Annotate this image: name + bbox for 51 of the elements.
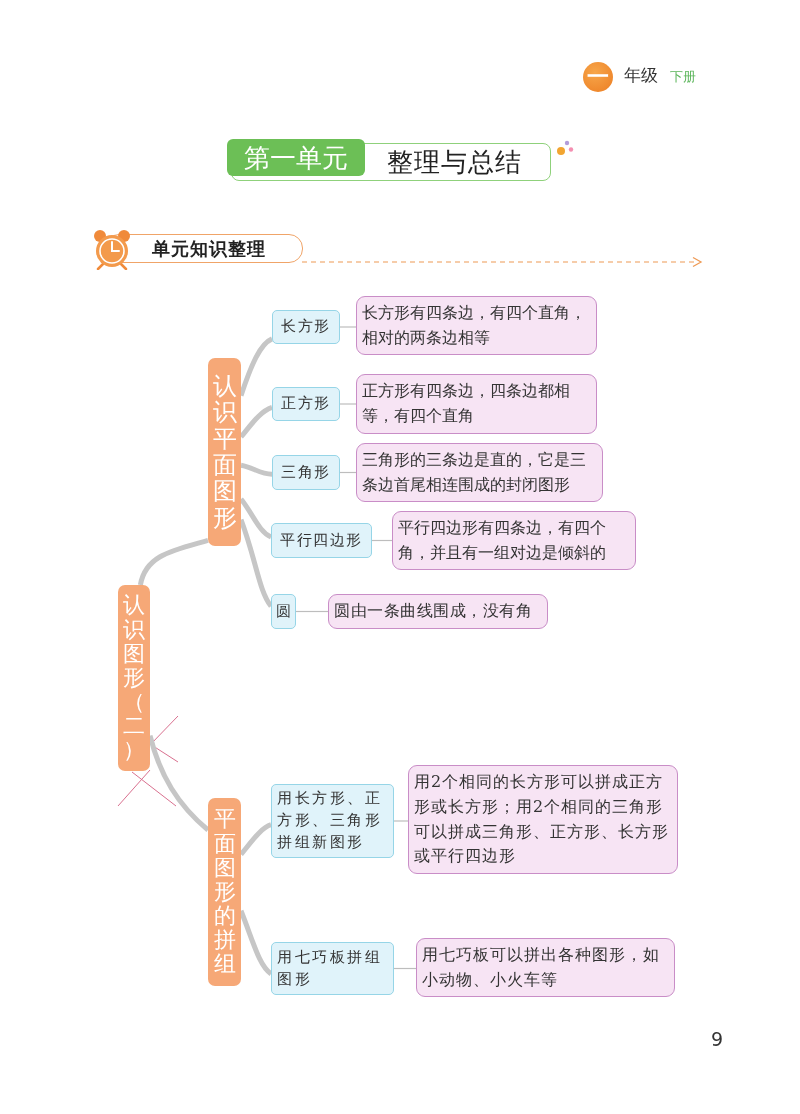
volume-label: 下册 xyxy=(670,69,696,85)
grade-label: 年级 xyxy=(624,65,658,86)
branch-line xyxy=(239,822,272,856)
branch-line xyxy=(239,497,273,540)
subtopic-label: 平行四边形 xyxy=(280,529,363,551)
description-text: 平行四边形有四条边，有四个角，并且有一组对边是倾斜的 xyxy=(398,516,607,564)
description-box xyxy=(356,296,597,355)
description-text: 用2个相同的长方形可以拼成正方形或长方形；用2个相同的三角形可以拼成三角形、正方形、长方形或平行四边形 xyxy=(414,770,670,868)
subtopic-label: 用七巧板拼组图形 xyxy=(277,946,383,990)
description-box xyxy=(392,511,636,570)
subtopic-label: 正方形 xyxy=(281,393,331,415)
topic-label: 认识图形（二） xyxy=(123,593,145,763)
subtopic-box xyxy=(272,455,340,490)
subtopic-box xyxy=(271,942,394,995)
description-box xyxy=(416,938,675,997)
subtopic-box xyxy=(271,784,394,858)
topic-label: 认识平面图形 xyxy=(212,372,237,532)
subtopic-label: 圆 xyxy=(276,600,291,622)
grade-number: 一 xyxy=(587,66,609,88)
description-text: 正方形有四条边，四条边都相等，有四个直角 xyxy=(362,380,571,427)
topic-box xyxy=(208,798,241,986)
connector-line xyxy=(393,967,417,970)
subtopic-box xyxy=(271,594,296,629)
subtopic-box xyxy=(272,387,340,421)
description-text: 三角形的三条边是直的，它是三条边首尾相连围成的封闭图形 xyxy=(362,448,587,496)
title-text: 整理与总结 xyxy=(387,148,522,177)
connector-line xyxy=(371,539,393,542)
unit-label: 第一单元 xyxy=(244,144,348,171)
connector-line xyxy=(393,820,409,822)
description-text: 圆由一条曲线围成，没有角 xyxy=(334,600,532,623)
connector-line xyxy=(339,403,357,405)
description-text: 长方形有四条边，有四个直角，相对的两条边相等 xyxy=(362,301,587,349)
subtopic-label: 长方形 xyxy=(281,316,331,338)
connector-line xyxy=(295,610,329,613)
topic-label: 平面图形的拼组 xyxy=(213,807,236,977)
description-box xyxy=(328,594,548,629)
description-text: 用七巧板可以拼出各种图形，如小动物、小火车等 xyxy=(422,943,661,991)
connector-line xyxy=(339,326,357,328)
page-number: 9 xyxy=(711,1028,724,1051)
topic-box xyxy=(118,585,150,771)
branch-line xyxy=(239,405,273,439)
topic-box xyxy=(208,358,241,546)
subtopic-box xyxy=(271,523,372,558)
description-box xyxy=(356,374,597,434)
subtopic-box xyxy=(272,310,340,344)
subtopic-label: 三角形 xyxy=(281,461,331,483)
branch-line xyxy=(137,537,209,586)
description-box xyxy=(356,443,603,502)
subtopic-label: 用长方形、正方形、三角形拼组新图形 xyxy=(277,788,383,853)
branch-line xyxy=(240,462,273,477)
section-heading: 单元知识整理 xyxy=(152,238,266,260)
